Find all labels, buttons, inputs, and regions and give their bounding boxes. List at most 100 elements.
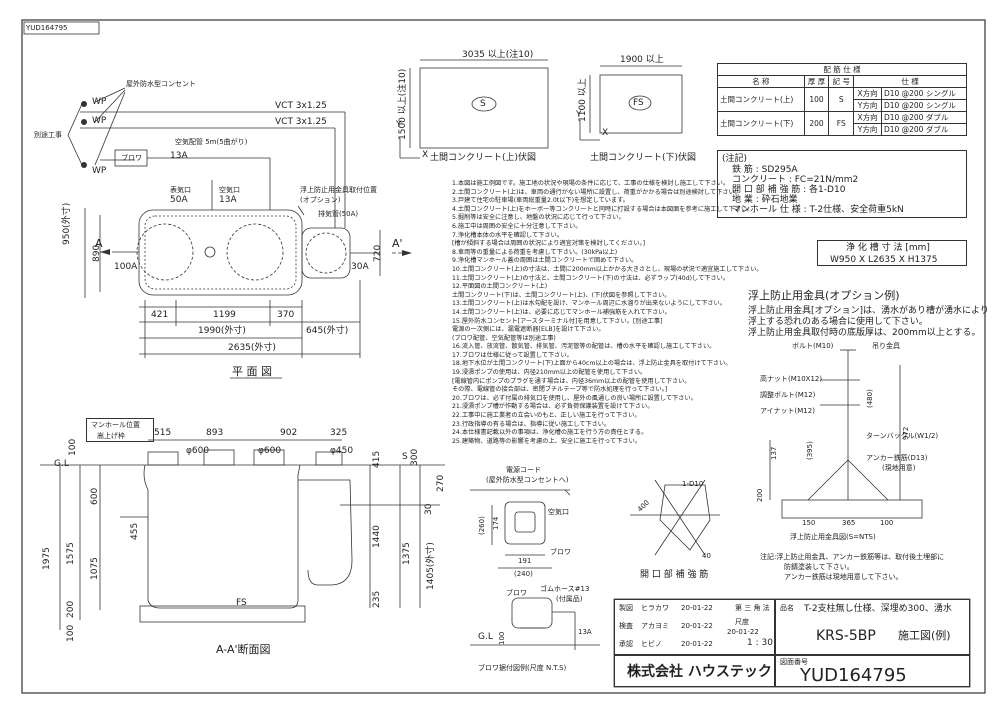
outdoor-outlet-label: 屋外防水型コンセント [126,80,196,88]
note-15b: 電源の一次側には、漏電遮断器[ELB]を設けて下さい。 [452,326,605,334]
note-2: 2.土間コンクリート(上)は、車両の通行がない場所に設置し、荷重がかかる場合は別… [452,188,741,196]
sec-dim-893: 893 [206,428,224,438]
note-11: 11.土間コンクリート(上)の寸法と、土間コンクリート(下)の寸法は、必ずラップ… [452,274,730,282]
projection-angle: 第 三 角 法 [735,604,770,612]
adj-bolt-label: 調整ボルト(M12) [760,391,816,399]
dim-370: 370 [277,310,295,320]
note-17: 17.ブロワは仕様に従って設置して下さい。 [452,351,573,359]
dim-890: 890 [92,244,102,262]
float-fitting-position-label: 浮上防止用金具取付位置 [300,186,377,194]
rebar-row-1-dir1: X方向 [853,87,882,100]
note-19b: [電線管内にポンプのプラグを通す場合は、内径36mm以上の配管を使用して下さい。 [452,377,691,385]
rebar-col-sym: 記 号 [828,75,855,88]
company-box: 株式会社 ハウステック [614,655,775,687]
spec-note-2: コンクリート : FC=21N/mm2 [732,175,859,185]
tank-size-box: 浄 化 槽 寸 法 [mm] W950 X L2635 X H1375 [817,240,967,266]
vent-pipe-label: 排気管(50A) [318,210,359,218]
wp-label-2: WP [92,116,107,126]
sec-dim-100b: 100 [66,624,76,642]
slab-views [399,59,683,159]
wp-label-1: WP [92,97,107,107]
note-9: 9.浄化槽マンホール蓋の周囲は土間コンクリートで固めて下さい。 [452,257,638,265]
rebar-header: 配 筋 仕 様 [717,63,967,76]
option-label: (オプション) [300,196,341,204]
outlet-air-port-label: 空気口 [548,508,569,516]
outlet-blower-label: ブロワ [550,548,571,556]
float-fitting-title: 浮上防止用金具(オプション例) [748,289,900,302]
note-25: 25.建築物、道路等の影響を考慮の上、安全に施工を行って下さい。 [452,437,641,445]
vct-label-1: VCT 3x1.25 [275,101,327,111]
company-name: 株式会社 ハウステック [627,664,772,680]
nut-label: 高ナット(M10X12) [760,375,823,383]
sec-dim-1440: 1440 [372,525,382,548]
detail-13a-label: 13A [578,628,592,636]
note-4: 4.土間コンクリート(上)をホーボー等コンクリートと同時に打設する場合は本図面を… [452,205,754,213]
dim-365: 365 [842,519,856,527]
slab-top-symbol: S [480,99,486,109]
vct-label-2: VCT 3x1.25 [275,117,327,127]
rebar-col-thick: 厚 厚 [803,75,830,88]
plan-title: 平 面 図 [232,365,272,378]
slab-top-title: 土間コンクリート(上)伏図 [430,153,537,163]
anchor-label: アンカー鉄筋(D13) [866,454,928,462]
sec-dim-325: 325 [330,428,348,438]
section-title: A-A'断面図 [216,643,271,656]
outlet-label: (屋外防水型コンセントへ) [486,476,569,484]
separate-work-label: 別途工事 [34,131,62,139]
dim-480: (480) [866,389,874,408]
hose-label: ゴムホース#13 [540,585,590,593]
note-24: 24.本仕様書記載以外の事項は、浄化槽の施工を行う方の責任とする。 [452,429,648,437]
dim-1990: 1990(外寸) [198,326,246,336]
manhole-legend-box: マンホール位置 嵩上げ枠 [86,418,154,442]
spec-note-1: 鉄 筋 : SD295A [732,165,798,175]
rebar-row-1-sym: S [828,87,855,112]
float-note-1: 注記:浮上防止用金具、アンカー鉄筋等は、取付後土埋部に [760,553,945,561]
dim-137: 137 [770,446,778,460]
section-a-right: A' [392,237,403,250]
rebar-row-2-dir1: X方向 [853,111,882,124]
hose-sub-label: (付属品) [556,595,583,603]
plan-view [67,87,410,379]
sec-dim-515: 515 [154,428,172,438]
power-cord-label: 電源コード [506,466,541,474]
detail-blower-label: ブロワ [506,589,527,597]
tank-size-title: 浄 化 槽 寸 法 [mm] [846,243,930,253]
float-note-2: 防錆塗装して下さい。 [784,563,854,571]
rebar-col-name: 名 称 [717,75,805,88]
spec-note-4: 地 業 : 砕石地業 [732,195,798,205]
scale-value: 1 : 30 [747,638,773,648]
rebar-row-1-name: 土間コンクリート(上) [717,87,805,112]
sec-dim-415: 415 [372,450,382,468]
rebar-row-1-spec1: D10 @200 シングル [880,87,968,100]
dim-200: 200 [756,488,764,502]
note-20: 20.ブロワは、必ず付属の排気口を使用し、屋外の風通しの良い場所に設置して下さい… [452,394,697,402]
approve-date: 20-01-22 [681,640,713,648]
sec-dim-200: 200 [66,600,76,618]
note-23: 23.行政指導の有る場合は、指導に従い施工して下さい。 [452,420,611,428]
opening-rebar-label: 1-D10 [682,480,704,488]
air-13a-label: 13A [219,195,237,205]
dim-150: 150 [802,519,816,527]
note-21: 21.浸漬ポンプ槽が作動する場合は、必ず負荷保護装置を設けて下さい。 [452,403,654,411]
sec-phi450: φ450 [330,446,354,456]
section-a-left: A [95,237,103,250]
check-label: 検査 [619,622,633,630]
sec-dim-235: 235 [372,590,382,608]
outlet-dim-174: 174 [492,516,500,530]
outlet-dim-260: (260) [478,516,486,535]
dim-645: 645(外寸) [306,326,349,336]
dim-950: 950(外寸) [62,202,72,245]
sec-dim-1575: 1575 [66,542,76,565]
dim-2635: 2635(外寸) [228,343,276,353]
float-fitting-desc-1: 浮上防止用金具[オプション]は、湧水があり槽が湧水により [748,306,989,316]
note-1: 1.本図は施工例図です。施工地の状況や現場の条件に応じて、工事の仕様を検討し施工… [452,180,730,187]
outlet-dim-240: (240) [514,570,533,578]
dim-395: (395) [806,441,814,460]
slab-bottom-x: X [602,128,609,138]
float-fitting-detail [769,349,923,519]
float-fitting-desc-3: 浮上防止用金具取付時の底版厚は、200mm以上とする。 [748,328,981,338]
wp-label-3: WP [92,166,107,176]
dim-100: 100 [880,519,894,527]
note-14: 14.土間コンクリート(上)は、必要に応じてマンホール補強筋を入れて下さい。 [452,308,671,316]
sec-dim-1375: 1375 [402,542,412,565]
